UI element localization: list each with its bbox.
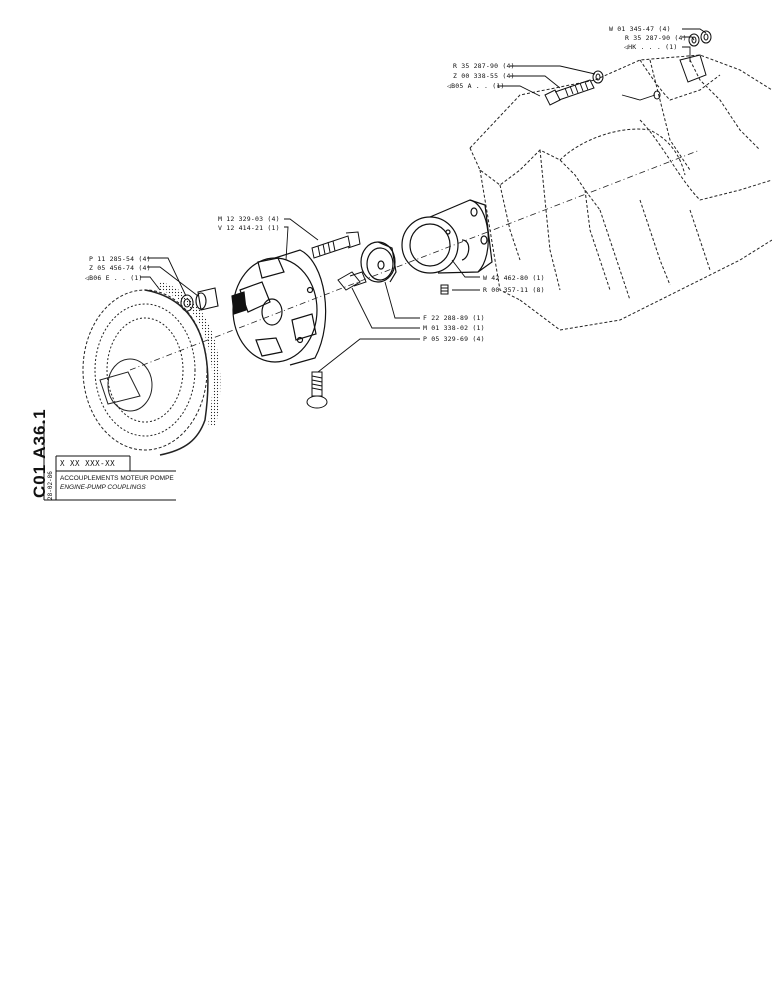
- engine-flywheel: [82, 281, 221, 456]
- nut-w01345: [688, 30, 712, 47]
- label-z05456: Z 05 456-74 (4): [89, 264, 151, 272]
- flex-coupling-v12414: [231, 249, 327, 366]
- label-z00338: Z 00 338-55 (4): [453, 72, 515, 80]
- bolt-z00338: [544, 70, 604, 106]
- washer-f22288: [360, 241, 397, 283]
- label-r35287: R 35 287-90 (4): [453, 62, 515, 70]
- label-hk: ◁HK . . . (1): [624, 43, 678, 51]
- drawing-date: 28-02-86: [47, 471, 54, 500]
- set-screw-r00357: [440, 284, 449, 295]
- label-b06: ◁B06 E . . (1): [85, 274, 143, 282]
- pump-bell-housing: [469, 54, 772, 331]
- assembly-axis: [129, 149, 701, 371]
- label-v12414: V 12 414-21 (1): [218, 224, 280, 232]
- label-r35287-top: R 35 287-90 (4): [625, 34, 687, 42]
- hk-component: [653, 54, 707, 100]
- leader-lines: [140, 28, 707, 373]
- label-w01345: W 01 345-47 (4): [609, 25, 671, 33]
- label-m01338: M 01 338-02 (1): [423, 324, 485, 332]
- label-m12329: M 12 329-03 (4): [218, 215, 280, 223]
- title-french: ACCOUPLEMENTS MOTEUR POMPE: [60, 475, 174, 482]
- label-b05: ◁B05 A . . (1): [447, 82, 505, 90]
- label-r00357: R 00 357-11 (8): [483, 286, 545, 294]
- title-english: ENGINE-PUMP COUPLINGS: [60, 484, 146, 491]
- title-block-frame: [43, 420, 176, 501]
- bolt-p05329: [306, 371, 328, 409]
- label-f22288: F 22 288-89 (1): [423, 314, 485, 322]
- label-p05329: P 05 329-69 (4): [423, 335, 485, 343]
- pump-hub-w42462: [401, 199, 493, 274]
- label-w42462: W 42 462-80 (1): [483, 274, 545, 282]
- bolt-m12329: [311, 231, 361, 259]
- reference-number: X XX XXX-XX: [60, 459, 116, 468]
- bolt-m01338: [337, 271, 367, 291]
- label-p11285: P 11 285-54 (4): [89, 255, 151, 263]
